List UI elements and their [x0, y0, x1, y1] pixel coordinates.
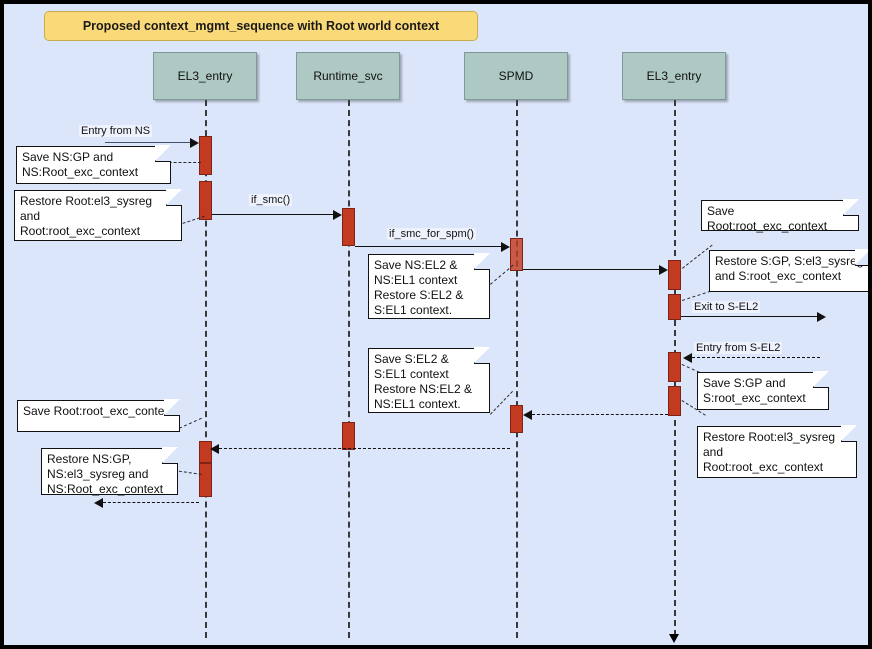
message-line-return-out [103, 502, 199, 503]
message-label-if-smc-for-spm: if_smc_for_spm() [387, 228, 476, 240]
activation-bar [668, 260, 681, 290]
activation-bar [510, 238, 523, 271]
note-restore-root-el3-2: Restore Root:el3_sysreg and Root:root_ex… [697, 425, 857, 478]
diagram-title-banner: Proposed context_mgmt_sequence with Root… [44, 11, 478, 41]
lifeline-spmd [516, 100, 518, 638]
note-leader [682, 290, 711, 301]
activation-bar [342, 208, 355, 246]
arrowhead-icon [210, 444, 219, 454]
participant-label: EL3_entry [177, 69, 233, 83]
note-fold-corner-icon [474, 347, 490, 364]
note-fold-corner-icon [841, 425, 857, 442]
note-fold-corner-icon [164, 399, 180, 416]
note-fold-corner-icon [813, 371, 829, 388]
message-line-exit-to-s-el2 [681, 316, 818, 317]
activation-bar [668, 386, 681, 416]
message-label-entry-from-ns: Entry from NS [79, 125, 153, 137]
participant-label: SPMD [498, 69, 534, 83]
arrowhead-icon [817, 312, 826, 322]
activation-bar [342, 422, 355, 450]
arrowhead-icon [683, 353, 692, 363]
message-label-entry-from-s-el2: Entry from S-EL2 [694, 342, 783, 354]
note-restore-ns-gp: Restore NS:GP, NS:el3_sysreg and NS:Root… [41, 447, 178, 496]
arrowhead-icon [190, 138, 199, 148]
note-fold-corner-icon [474, 253, 490, 270]
lifeline-el3-entry-left [205, 100, 207, 638]
note-restore-root-el3: Restore Root:el3_sysreg and Root:root_ex… [14, 189, 182, 241]
note-save-s-el2: Save S:EL2 & S:EL1 context Restore NS:EL… [368, 347, 490, 413]
message-line-if-smc [212, 214, 334, 215]
note-save-root-exc-1: Save Root:root_exc_context [701, 199, 859, 233]
note-leader [490, 264, 514, 285]
message-label-if-smc: if_smc() [249, 194, 293, 206]
participant-el3-entry-right[interactable]: EL3_entry [622, 52, 726, 100]
note-fold-corner-icon [855, 249, 868, 266]
participant-label: Runtime_svc [313, 69, 383, 83]
note-leader [173, 470, 202, 475]
note-save-s-gp: Save S:GP and S:root_exc_context [697, 371, 829, 410]
message-line-return-el3-to-spmd [532, 414, 668, 415]
note-fold-corner-icon [166, 189, 182, 206]
participant-spmd[interactable]: SPMD [464, 52, 568, 100]
participant-el3-entry-left[interactable]: EL3_entry [153, 52, 257, 100]
note-fold-corner-icon [155, 145, 171, 162]
note-leader [682, 244, 713, 269]
message-line-entry-from-s-el2 [692, 357, 820, 358]
activation-bar [668, 294, 681, 320]
note-restore-s-gp: Restore S:GP, S:el3_sysreg and S:root_ex… [709, 249, 868, 292]
arrowhead-icon [659, 265, 668, 275]
message-line-spmd-to-el3 [523, 269, 660, 270]
note-save-ns-gp: Save NS:GP and NS:Root_exc_context [16, 145, 171, 184]
note-leader [159, 162, 201, 163]
note-fold-corner-icon [162, 447, 178, 464]
message-line-if-smc-for-spm [355, 246, 502, 247]
activation-bar [668, 352, 681, 382]
lifeline-runtime-svc [348, 100, 350, 638]
arrowhead-icon [94, 498, 103, 508]
activation-bar [510, 405, 523, 433]
arrowhead-icon [501, 242, 510, 252]
note-save-ns-el2: Save NS:EL2 & NS:EL1 context Restore S:E… [368, 253, 490, 319]
activation-bar [199, 136, 212, 175]
note-fold-corner-icon [843, 199, 859, 216]
message-line-entry-from-ns [105, 142, 191, 143]
message-label-exit-to-s-el2: Exit to S-EL2 [692, 301, 761, 313]
arrowhead-icon [523, 410, 532, 420]
arrowhead-icon [333, 210, 342, 220]
activation-bar [199, 181, 212, 220]
lifeline-end-arrow-icon [669, 634, 679, 643]
note-save-root-exc-2: Save Root:root_exc_context [17, 399, 180, 432]
activation-bar [199, 463, 212, 497]
participant-label: EL3_entry [646, 69, 702, 83]
participant-runtime-svc[interactable]: Runtime_svc [296, 52, 400, 100]
message-line-return-spmd-to-runtime [219, 448, 510, 449]
